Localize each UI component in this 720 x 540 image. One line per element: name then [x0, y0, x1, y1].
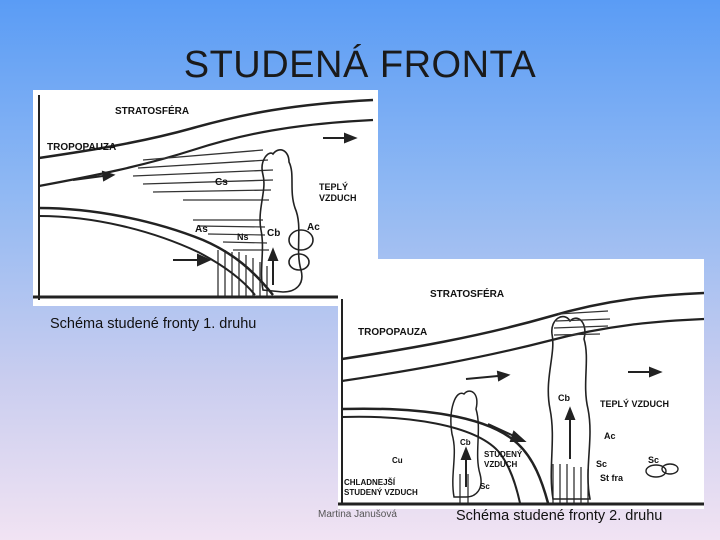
- sc-right-label: Sc: [648, 455, 659, 465]
- precipitation: [218, 250, 267, 297]
- frontal-surface-line: [39, 208, 273, 295]
- stratosphere-label: STRATOSFÉRA: [115, 104, 189, 117]
- ac-label: Ac: [604, 431, 616, 441]
- warm-air-label-line1: TEPLÝ: [319, 181, 348, 192]
- cb-main-label: Cb: [558, 393, 570, 403]
- sc-right-cloud: [646, 464, 678, 477]
- airflow-arrows: [73, 134, 355, 285]
- tropopause-lower-line: [39, 120, 373, 186]
- cold-front-type2-diagram: STRATOSFÉRA TROPOPAUZA TEPLÝ VZDUCH STUD…: [338, 259, 704, 509]
- cs-label: Cs: [215, 177, 228, 188]
- tropopause-line: [342, 293, 704, 359]
- tropopause-label: TROPOPAUZA: [358, 327, 427, 338]
- ac-label: Ac: [307, 222, 320, 233]
- colder-air-label-line2: STUDENÝ VZDUCH: [344, 488, 418, 497]
- author-footer: Martina Janušová: [318, 509, 397, 520]
- colder-air-label-line1: CHLADNEJŠÍ: [344, 478, 396, 487]
- figure2-caption: Schéma studené fronty 2. druhu: [456, 508, 662, 524]
- cs-cloud: [133, 150, 273, 200]
- slide-title: STUDENÁ FRONTA: [0, 44, 720, 87]
- cu-label: Cu: [392, 456, 403, 465]
- ns-label: Ns: [237, 232, 249, 242]
- tropopause-label: TROPOPAUZA: [47, 142, 116, 153]
- warm-air-label-line2: VZDUCH: [319, 193, 357, 203]
- stratosphere-label: STRATOSFÉRA: [430, 287, 504, 300]
- sc-left-label: Sc: [480, 482, 490, 491]
- st-fra-label: St fra: [600, 473, 624, 483]
- cold-air-label-line1: STUDENÝ: [484, 450, 523, 459]
- cold-front-type1-diagram: STRATOSFÉRA TROPOPAUZA TEPLÝ VZDUCH Cs A…: [33, 90, 378, 306]
- sc-mid-label: Sc: [596, 459, 607, 469]
- as-label: As: [195, 224, 208, 235]
- cb-cloud: [260, 150, 313, 292]
- figure1-caption: Schéma studené fronty 1. druhu: [50, 316, 256, 332]
- cb-main-cloud: [548, 317, 590, 499]
- cb-label: Cb: [267, 228, 280, 239]
- cb-small-label: Cb: [460, 438, 471, 447]
- warm-air-label: TEPLÝ VZDUCH: [600, 398, 669, 409]
- frontal-surface-inner-line: [39, 216, 255, 295]
- cold-air-label-line2: VZDUCH: [484, 460, 518, 469]
